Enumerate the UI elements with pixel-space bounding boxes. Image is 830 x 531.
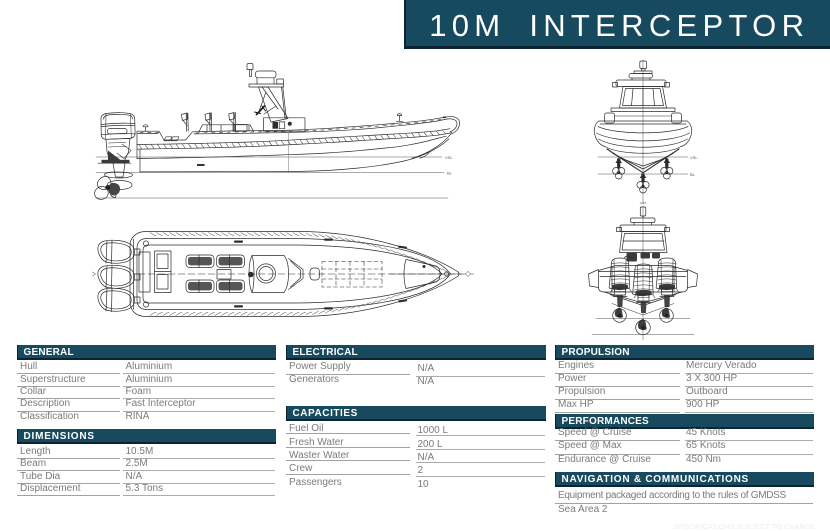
svg-text:VSL: VSL [690,155,698,160]
svg-text:VSL: VSL [445,155,453,160]
svg-text:BL: BL [447,171,453,176]
svg-text:BL: BL [690,172,696,177]
